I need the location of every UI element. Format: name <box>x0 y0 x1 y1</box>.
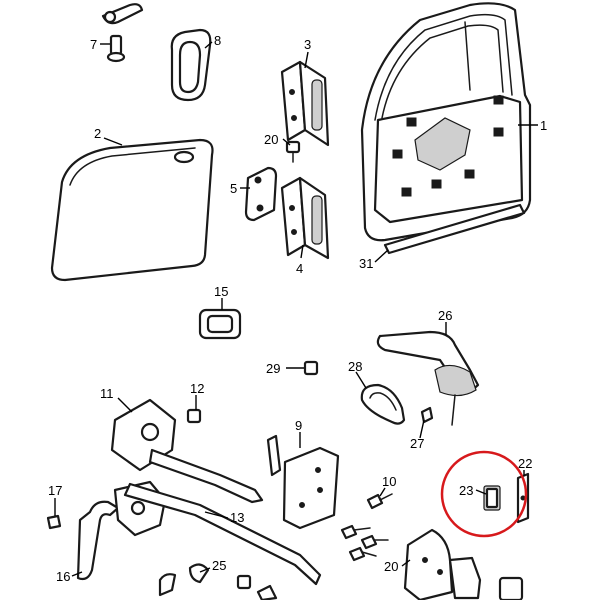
part-27-clip <box>420 406 434 424</box>
part-1-door-frame <box>360 2 532 242</box>
callout-26: 26 <box>438 308 452 323</box>
callout-16: 16 <box>56 569 70 584</box>
callout-13: 13 <box>230 510 244 525</box>
part-29-nut <box>303 360 319 376</box>
callout-10: 10 <box>382 474 396 489</box>
highlight-circle <box>440 450 528 538</box>
callout-31: 31 <box>359 256 373 271</box>
callout-12: 12 <box>190 381 204 396</box>
callout-9: 9 <box>295 418 302 433</box>
part-25-clips <box>158 563 278 600</box>
callout-17: 17 <box>48 483 62 498</box>
callout-2: 2 <box>94 126 101 141</box>
callout-28: 28 <box>348 359 362 374</box>
part-2-door-skin <box>50 138 214 282</box>
part-20-striker <box>403 528 524 600</box>
part-top-bracket <box>101 3 144 25</box>
callout-3: 3 <box>304 37 311 52</box>
callout-5: 5 <box>230 181 237 196</box>
part-3-upper-hinge <box>280 60 330 147</box>
callout-20-upper: 20 <box>264 132 278 147</box>
part-26-interior-handle <box>376 330 480 426</box>
part-28-bezel <box>360 383 406 425</box>
callout-27: 27 <box>410 436 424 451</box>
callout-11: 11 <box>100 386 114 401</box>
part-5-plate <box>244 166 278 222</box>
leader-lines <box>54 41 538 577</box>
part-11-remote-control <box>110 398 264 504</box>
part-15-escutcheon <box>198 308 242 340</box>
callout-7: 7 <box>90 37 97 52</box>
callout-labels: 7 8 3 2 1 20 5 4 31 15 26 29 28 12 11 27… <box>48 33 547 584</box>
callout-20-lower: 20 <box>384 559 398 574</box>
part-8-grommet <box>170 28 212 102</box>
part-4-lower-hinge <box>280 176 330 260</box>
callout-22: 22 <box>518 456 532 471</box>
part-10-screws <box>340 493 393 562</box>
callout-8: 8 <box>214 33 221 48</box>
part-9-door-latch <box>266 434 340 530</box>
callout-25: 25 <box>212 558 226 573</box>
part-7-bolt <box>106 34 126 63</box>
part-12-clip <box>186 408 202 424</box>
part-20-screw <box>285 140 301 163</box>
part-23-buffer <box>483 485 501 511</box>
callout-15: 15 <box>214 284 228 299</box>
part-13-rod <box>123 482 322 586</box>
callout-4: 4 <box>296 261 303 276</box>
callout-23: 23 <box>459 483 473 498</box>
callout-1: 1 <box>540 118 547 133</box>
part-17-screw <box>46 514 62 530</box>
callout-29: 29 <box>266 361 280 376</box>
